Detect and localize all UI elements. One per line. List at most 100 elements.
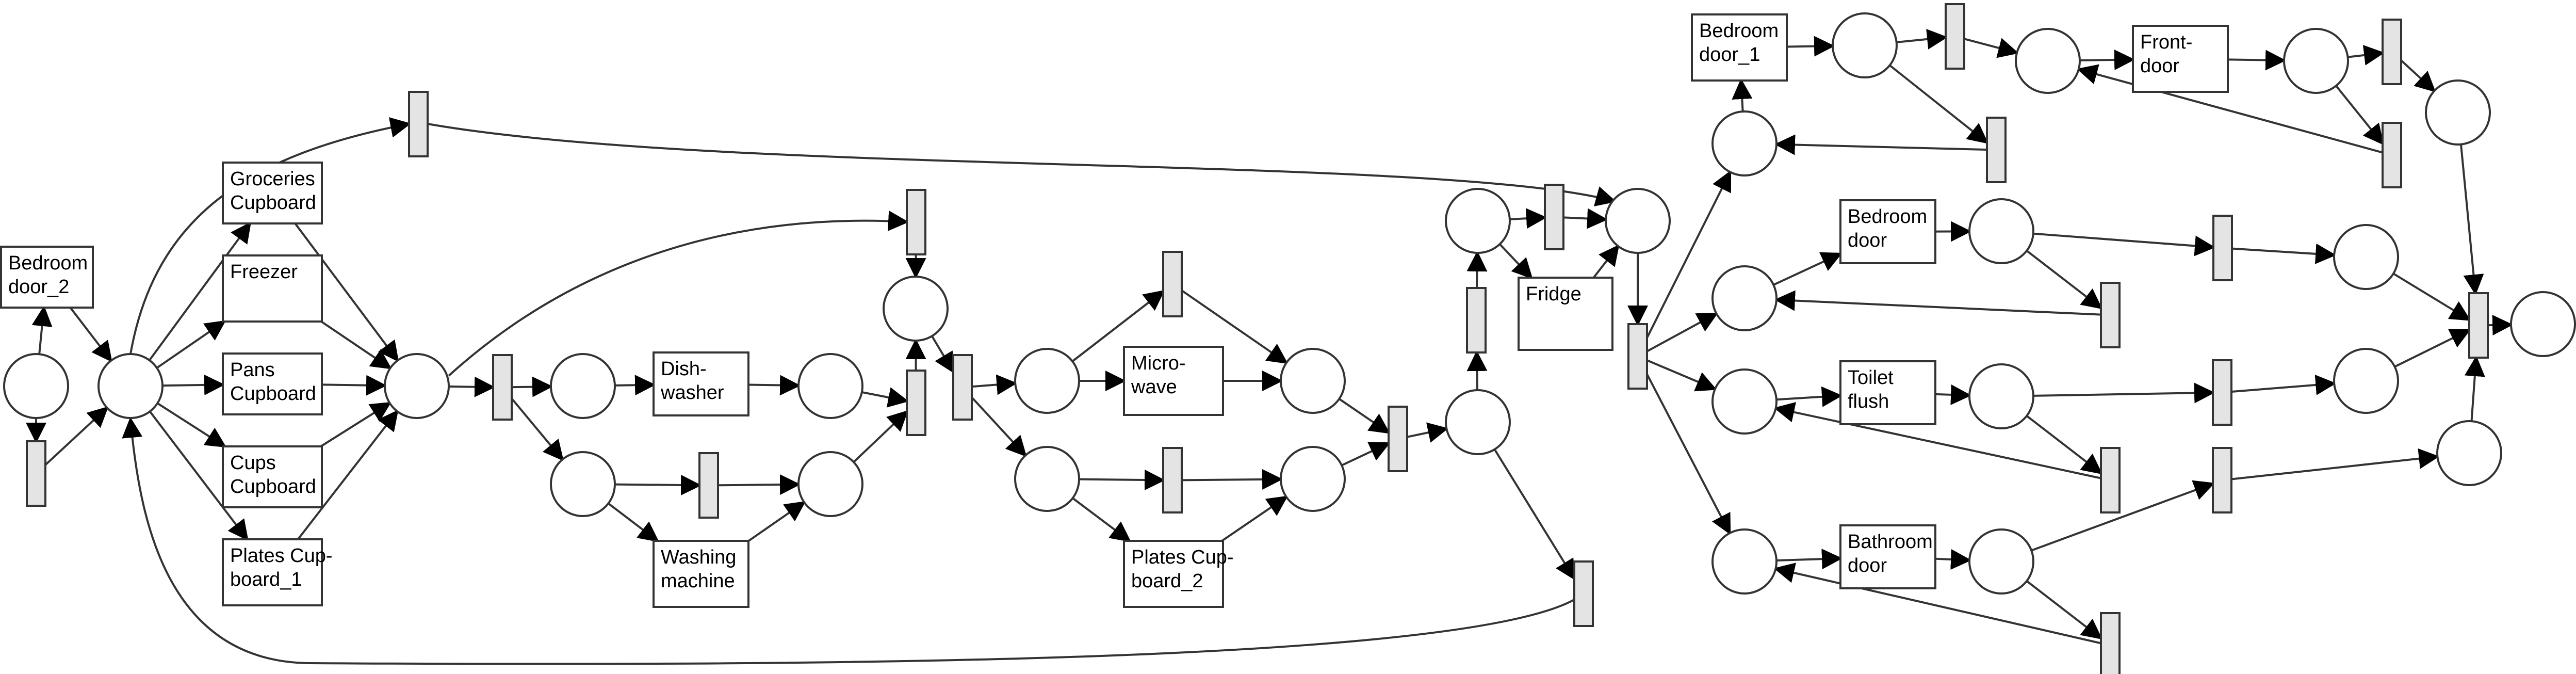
box-label: Cups [230,452,276,474]
arc [1509,208,1547,229]
arc [1896,28,1948,50]
box-fridge: Fridge [1518,277,1613,351]
box-plates-cupboard-2: Plates Cup-board_2 [1123,540,1234,608]
arc [1341,442,1391,467]
box-label: door [1848,555,1887,576]
arc [2079,49,2135,70]
place-p26 [2333,348,2399,414]
box-label: board_1 [230,569,302,590]
arc [1181,469,1283,490]
place-p16 [1711,110,1778,176]
arc [2231,374,2337,395]
place-p29 [2436,420,2502,486]
arc [294,222,399,362]
box-label: Bedroom [1848,206,1927,228]
arc [608,502,659,542]
box-label: board_2 [1131,570,1203,592]
arc [122,417,1585,665]
transition-t11 [1466,287,1487,354]
transition-t7 [952,354,973,421]
transition-t6 [698,452,719,519]
arc [1776,549,1843,570]
arc [1499,243,1533,279]
arc [2076,64,2383,154]
transition-t10 [1388,406,1408,472]
arc [297,409,399,540]
arc [931,335,955,374]
box-dishwasher: Dish-washer [653,351,749,416]
box-label: Plates Cup- [230,545,333,567]
place-p19 [2283,28,2349,94]
arc [2464,356,2485,422]
arc [748,375,801,396]
arc [1646,359,1717,392]
arc [1773,252,1843,286]
arc [1889,64,1989,144]
arc [1181,290,1289,364]
place-p18 [2015,28,2081,94]
arc [1339,398,1391,434]
place-p11 [1280,348,1346,414]
arc [2347,45,2385,66]
transition-t2 [408,91,429,157]
box-label: Washing [661,547,736,568]
transition-t18 [2382,122,2402,188]
arc [2026,250,2103,310]
transition-t15 [1945,3,1965,70]
place-p21 [1711,265,1778,331]
box-label: Freezer [230,261,298,283]
box-label: Front- [2140,31,2192,53]
arc [1773,563,2101,645]
box-label: machine [661,570,735,592]
arc [2031,480,2215,552]
box-label: Cupboard [230,383,316,405]
place-p4 [550,353,616,419]
arc [1646,312,1719,352]
labeled-transitions: Bedroomdoor_2GroceriesCupboardFreezerPan… [0,13,2229,608]
place-p17 [1832,12,1898,78]
place-p24 [1711,368,1778,435]
place-p2 [97,353,164,419]
box-plates-cupboard-1: Plates Cup-board_1 [222,538,333,606]
box-label: door_2 [8,276,69,298]
box-label: Cupboard [230,476,316,498]
arc [2231,243,2337,264]
transition-t14 [1627,323,1648,390]
arc [149,221,251,361]
arc [427,123,1617,206]
arc [1071,290,1165,362]
transition-t24 [2100,612,2121,674]
arc [2227,50,2287,71]
box-front-door: Front-door [2132,25,2229,93]
place-p6 [550,451,616,517]
box-label: door [1848,230,1887,251]
arc [718,474,801,495]
place-p3 [384,353,450,419]
arc [1493,448,1576,581]
box-label: Bedroom [1699,20,1779,42]
transition-t22 [2100,447,2121,513]
box-label: Bedroom [8,252,88,274]
arc [511,397,564,461]
arc [1407,422,1449,443]
arc [1776,386,1843,407]
arc [2459,144,2484,295]
arc [1935,549,1972,570]
arc [129,117,411,355]
transition-t16 [1986,117,2007,183]
arc [2335,85,2384,146]
arc [1079,469,1165,490]
transition-t12 [1573,560,1594,627]
box-label: flush [1848,391,1889,412]
transition-t3 [492,354,513,421]
transition-t8 [1162,251,1183,317]
arc [614,474,702,495]
arc [31,306,53,355]
place-p9 [1014,348,1080,414]
transition-t21 [2212,359,2232,426]
place-p10 [1014,446,1080,512]
